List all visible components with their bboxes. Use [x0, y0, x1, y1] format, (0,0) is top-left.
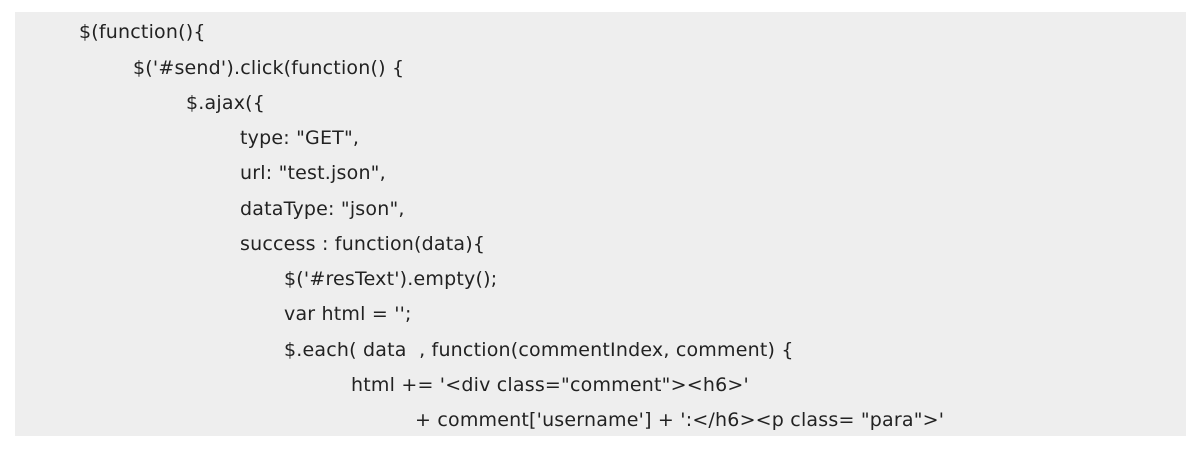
code-line-11: html += '<div class="comment"><h6>' — [351, 374, 749, 396]
code-line-12: + comment['username'] + ':</h6><p class=… — [415, 409, 945, 431]
code-line-6: dataType: "json", — [240, 198, 405, 220]
code-line-7: success : function(data){ — [240, 233, 486, 255]
code-line-9: var html = ''; — [284, 303, 412, 325]
code-line-8: $('#resText').empty(); — [284, 268, 498, 290]
code-line-2: $('#send').click(function() { — [133, 57, 405, 79]
code-line-5: url: "test.json", — [240, 162, 386, 184]
code-block: $(function(){ $('#send').click(function(… — [15, 12, 1186, 436]
code-line-10: $.each( data , function(commentIndex, co… — [284, 339, 794, 361]
code-line-3: $.ajax({ — [186, 92, 266, 114]
code-line-4: type: "GET", — [240, 127, 360, 149]
code-line-1: $(function(){ — [79, 21, 206, 43]
